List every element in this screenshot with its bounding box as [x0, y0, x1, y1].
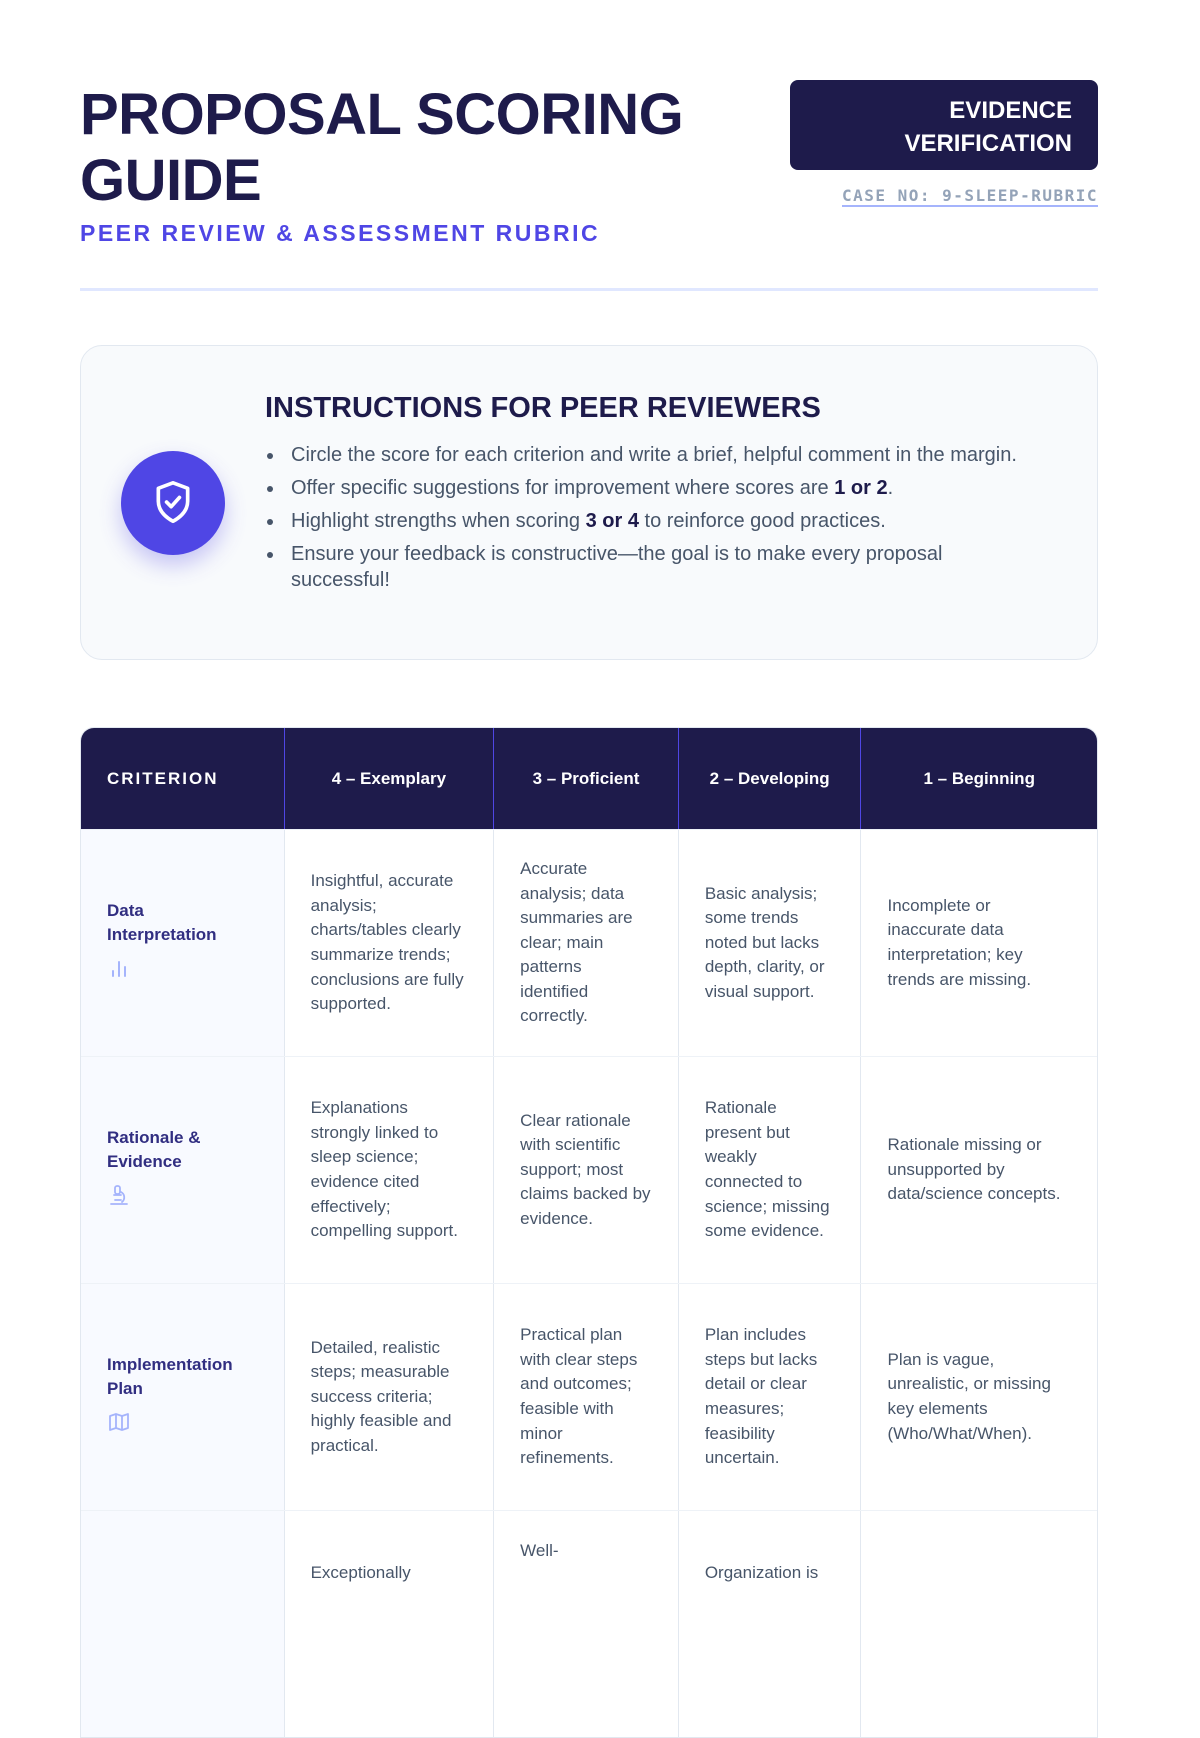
bar-chart-icon — [107, 956, 131, 988]
instruction-item: Circle the score for each criterion and … — [265, 442, 1025, 468]
score-cell: Clear rationale with scientific support;… — [494, 1057, 679, 1283]
score-cell: Rationale present but weakly connected t… — [679, 1057, 862, 1283]
criterion-cell: Rationale & Evidence — [81, 1057, 285, 1283]
evidence-verification-badge: EVIDENCE VERIFICATION — [790, 80, 1098, 170]
score-cell: Accurate analysis; data summaries are cl… — [494, 830, 679, 1056]
score-cell: Plan is vague, unrealistic, or missing k… — [887, 1349, 1051, 1443]
rubric-table: CRITERION 4 – Exemplary 3 – Proficient 2… — [80, 727, 1098, 1738]
instructions-panel: INSTRUCTIONS FOR PEER REVIEWERS Circle t… — [80, 345, 1098, 660]
header-criterion: CRITERION — [81, 728, 285, 829]
score-cell: Insightful, accurate analysis; charts/ta… — [285, 830, 495, 1056]
table-row: Rationale & Evidence Explanations strong… — [81, 1056, 1097, 1283]
microscope-icon — [107, 1183, 131, 1215]
score-cell: Organization is — [679, 1511, 862, 1737]
table-row: Data Interpretation Insightful, accurate… — [81, 829, 1097, 1056]
criterion-cell — [81, 1511, 285, 1737]
score-cell — [861, 1511, 1097, 1737]
criterion-cell: Implementation Plan — [81, 1284, 285, 1510]
header-developing: 2 – Developing — [679, 728, 862, 829]
header-proficient: 3 – Proficient — [494, 728, 679, 829]
shield-check-icon — [121, 451, 225, 555]
score-cell: Incomplete or inaccurate data interpreta… — [887, 895, 1032, 989]
score-cell: Practical plan with clear steps and outc… — [494, 1284, 679, 1510]
score-cell: Exceptionally — [285, 1511, 495, 1737]
instruction-item: Ensure your feedback is constructive—the… — [265, 541, 1025, 593]
table-header: CRITERION 4 – Exemplary 3 – Proficient 2… — [81, 728, 1097, 829]
map-icon — [107, 1410, 131, 1442]
score-cell: Well- — [494, 1511, 679, 1737]
instructions-list: Circle the score for each criterion and … — [265, 442, 1025, 600]
table-row: Implementation Plan Detailed, realistic … — [81, 1283, 1097, 1510]
instructions-title: INSTRUCTIONS FOR PEER REVIEWERS — [265, 392, 821, 424]
page-title: PROPOSAL SCORING GUIDE — [80, 82, 684, 213]
header-beginning: 1 – Beginning — [923, 768, 1035, 788]
score-cell: Detailed, realistic steps; measurable su… — [285, 1284, 495, 1510]
divider — [80, 288, 1098, 291]
page-subtitle: PEER REVIEW & ASSESSMENT RUBRIC — [80, 220, 601, 246]
instruction-item: Offer specific suggestions for improveme… — [265, 475, 1025, 501]
score-cell: Explanations strongly linked to sleep sc… — [285, 1057, 495, 1283]
table-row: Exceptionally Well- Organization is — [81, 1510, 1097, 1737]
case-number: CASE NO: 9-SLEEP-RUBRIC — [841, 186, 1098, 207]
score-cell: Rationale missing or unsupported by data… — [887, 1135, 1061, 1204]
instruction-item: Highlight strengths when scoring 3 or 4 … — [265, 508, 1025, 534]
score-cell: Basic analysis; some trends noted but la… — [679, 830, 862, 1056]
score-cell: Plan includes steps but lacks detail or … — [679, 1284, 862, 1510]
header-exemplary: 4 – Exemplary — [285, 728, 495, 829]
criterion-cell: Data Interpretation — [81, 830, 285, 1056]
